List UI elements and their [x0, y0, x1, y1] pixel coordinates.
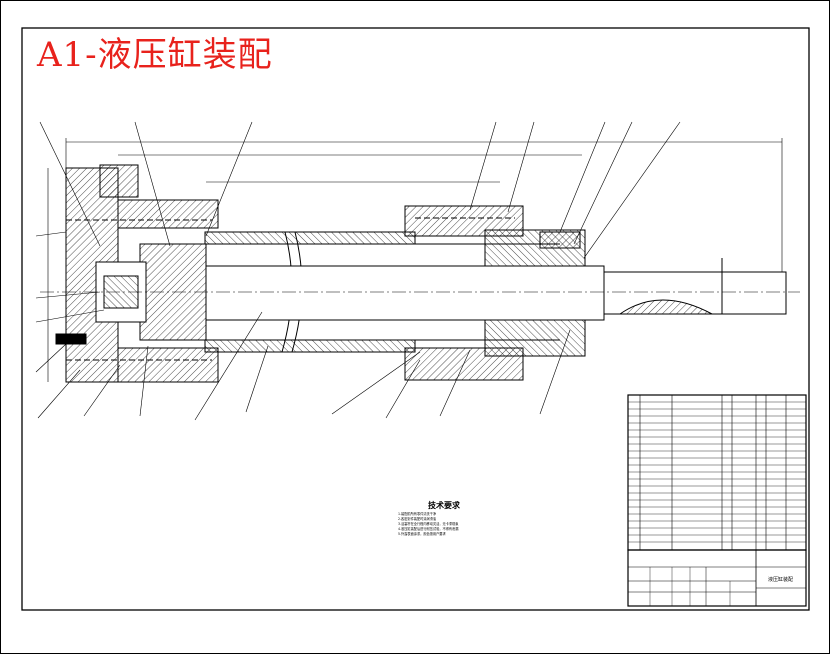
inner-frame	[21, 27, 810, 611]
rear-grease-nipple	[55, 333, 87, 345]
leader-left-2	[35, 291, 101, 299]
title-block-drawing-name: 液压缸装配	[768, 577, 794, 583]
leader-top-6	[559, 121, 606, 233]
leader-bottom-2	[83, 364, 121, 417]
technical-requirements-heading: 技术要求	[428, 501, 460, 510]
barrel-wall-top	[204, 231, 416, 245]
leader-top-4	[469, 121, 497, 211]
leader-left-3	[35, 309, 105, 323]
leader-top-1	[39, 121, 101, 247]
requirement-line: 1.装配前所有零件清洗干净	[398, 512, 437, 516]
title-block	[627, 549, 807, 607]
parts-list-rows	[628, 401, 806, 543]
leader-top-2	[134, 121, 171, 247]
rear-flange-top	[117, 199, 219, 229]
leader-left-1	[35, 231, 67, 237]
leader-bottom-9	[539, 329, 571, 415]
leader-bottom-5	[245, 345, 269, 413]
parts-list-table	[627, 394, 807, 607]
leader-bottom-6	[331, 351, 421, 415]
requirement-line: 4.液压缸装配后进行耐压试验，不得有泄漏	[398, 527, 459, 531]
leader-top-5	[507, 121, 535, 213]
parts-list-frame	[627, 394, 807, 551]
rod-end-eye-section	[619, 299, 713, 315]
oil-port-boss-rear	[99, 164, 139, 198]
requirement-line: 3.活塞杆在全行程内移动灵活，无卡滞现象	[398, 522, 459, 526]
cylinder-section-view	[35, 121, 800, 421]
requirement-line: 2.各密封件装配时涂润滑油	[398, 517, 437, 521]
drawing-title: A1-液压缸装配	[37, 35, 273, 75]
leader-top-7	[573, 121, 633, 245]
gland-bottom	[484, 319, 586, 357]
leader-bottom-7	[385, 359, 421, 419]
leader-bottom-1	[37, 369, 81, 419]
leader-left-4	[35, 343, 67, 373]
leader-top-8	[583, 121, 681, 259]
gland-bolt	[539, 231, 581, 249]
leader-bottom-4	[194, 311, 263, 421]
requirement-line: 5.外露表面涂漆，颜色按用户要求	[398, 532, 446, 536]
barrel-wall-bottom	[204, 339, 416, 353]
leader-bottom-3	[139, 345, 149, 417]
piston-rod	[205, 265, 605, 321]
technical-requirements-list: 1.装配前所有零件清洗干净 2.各密封件装配时涂润滑油 3.活塞杆在全行程内移动…	[398, 512, 638, 537]
leader-bottom-8	[439, 349, 471, 417]
leader-top-3	[205, 121, 253, 237]
rear-flange-bottom	[117, 347, 219, 383]
